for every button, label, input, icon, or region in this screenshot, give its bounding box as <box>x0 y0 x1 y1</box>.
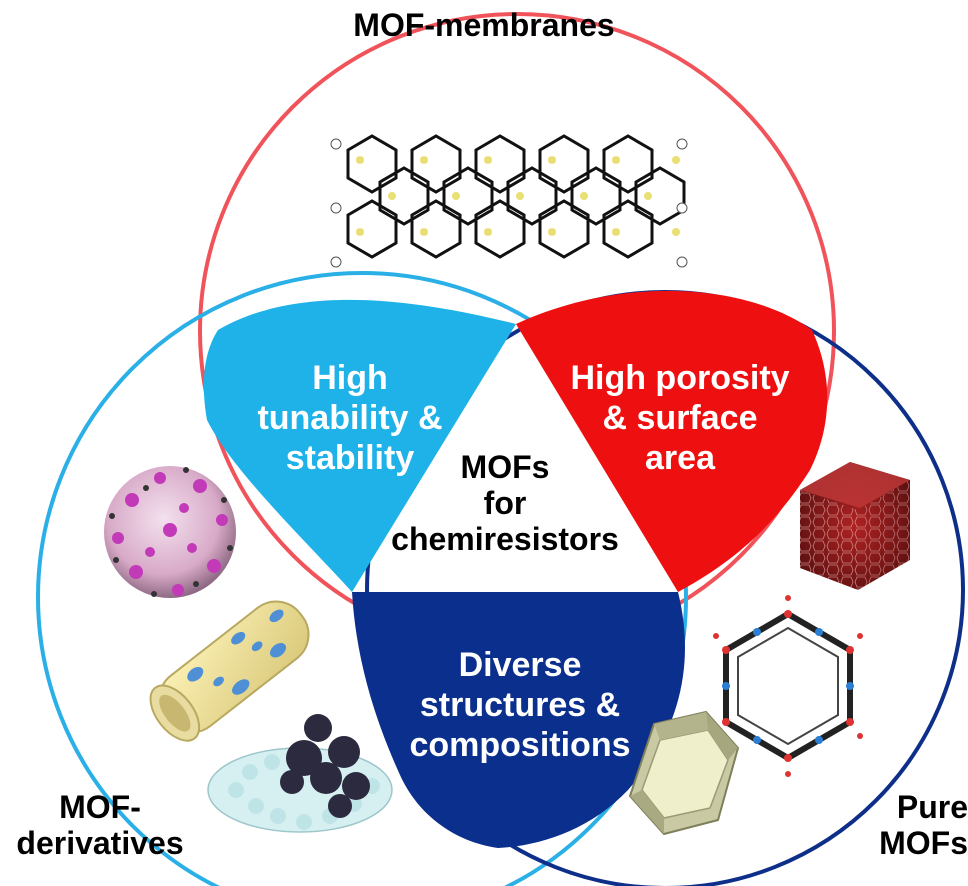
cubic-framework-illustration <box>800 462 910 590</box>
cage-molecule-illustration <box>104 466 236 598</box>
label-pure-mofs: Pure MOFs <box>879 789 968 861</box>
hexagonal-framework-illustration <box>713 595 863 777</box>
label-mof-membranes: MOF-membranes <box>353 7 615 43</box>
circle-derivatives <box>36 271 688 886</box>
center-title: MOFs for chemiresistors <box>391 449 619 557</box>
framework-structure-illustration <box>330 134 688 268</box>
lobe-right-shape <box>516 290 828 592</box>
lobe-left-shape <box>203 299 517 592</box>
label-mof-derivatives: MOF- derivatives <box>16 789 184 861</box>
nanoparticle-cluster-illustration <box>207 714 393 833</box>
lobe-left-text: High tunability & stability <box>257 359 443 478</box>
lobe-bottom-shape <box>352 592 685 848</box>
nanotube-illustration <box>149 600 310 742</box>
crystal-polyhedron-illustration <box>628 710 740 836</box>
lobe-bottom-text: Diverse structures & compositions <box>409 646 631 765</box>
lobe-right-text: High porosity & surface area <box>570 359 790 478</box>
